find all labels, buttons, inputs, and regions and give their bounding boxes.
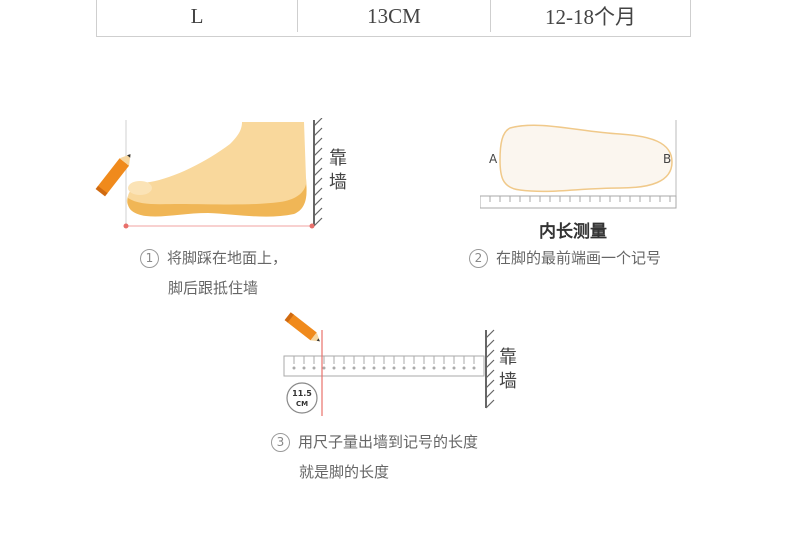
step3-line2: 就是脚的长度: [299, 463, 390, 481]
step2-line1: 在脚的最前端画一个记号: [496, 249, 662, 267]
badge-unit: CM: [296, 400, 308, 408]
step1-line1: 将脚踩在地面上，: [167, 249, 288, 267]
step2-caption: 2 在脚的最前端画一个记号: [469, 243, 661, 273]
age-cell: 12-18个月: [490, 0, 690, 32]
measurement-badge: 11.5 CM: [286, 382, 318, 414]
foot-icon: [126, 122, 307, 217]
step1-line2: 脚后跟抵住墙: [168, 279, 259, 297]
foot-against-wall-illustration: [95, 118, 323, 229]
step3-caption: 3 用尺子量出墙到记号的长度 就是脚的长度: [271, 427, 478, 487]
size-cell: L: [190, 3, 204, 28]
size-table-row: L 13CM 12-18个月: [96, 0, 691, 37]
pencil-icon: [95, 154, 131, 197]
step-number-2: 2: [469, 249, 488, 268]
badge-value: 11.5: [292, 389, 312, 398]
ruler-measure-illustration: 11.5 CM: [283, 312, 495, 416]
step-number-1: 1: [140, 249, 159, 268]
point-b-label: B: [663, 152, 671, 166]
wall-icon: [313, 118, 323, 227]
point-a-label: A: [489, 152, 498, 166]
inner-length-title: 内长测量: [539, 222, 607, 242]
ruler-icon: [480, 195, 677, 209]
ruler-icon: [283, 355, 485, 377]
wall-icon: [485, 329, 495, 409]
pencil-icon: [284, 312, 320, 342]
step1-caption: 1 将脚踩在地面上， 脚后跟抵住墙: [140, 243, 287, 303]
step3-line1: 用尺子量出墙到记号的长度: [298, 433, 479, 451]
wall-label-step3: 靠 墙: [499, 347, 517, 392]
step-number-3: 3: [271, 433, 290, 452]
footprint-icon: [499, 124, 673, 193]
footprint-illustration: A B: [480, 120, 677, 209]
length-cell: 13CM: [297, 0, 490, 32]
wall-label-step1: 靠 墙: [329, 148, 347, 193]
